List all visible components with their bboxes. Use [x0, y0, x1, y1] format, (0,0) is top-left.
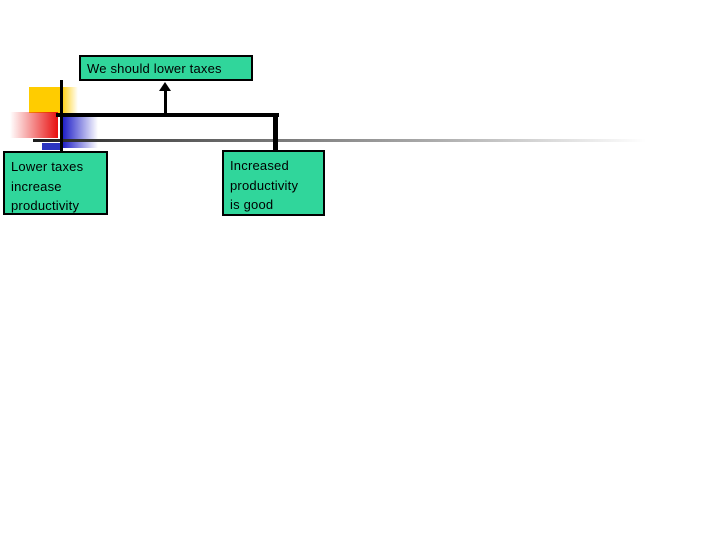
conclusion-box: We should lower taxes	[79, 55, 253, 81]
premise-box-lower-taxes: Lower taxes increase productivity	[3, 151, 108, 215]
conclusion-arrow-line	[164, 90, 167, 117]
bracket-right-stub	[273, 113, 278, 151]
decor-red-gradient-square	[10, 112, 58, 138]
up-arrowhead-icon	[159, 82, 171, 91]
decor-yellow-fade	[61, 87, 78, 113]
decor-navy-square	[42, 143, 61, 150]
conclusion-text: We should lower taxes	[87, 60, 222, 76]
horizontal-rule	[33, 139, 672, 142]
decor-yellow-square	[29, 87, 61, 113]
decor-blue-gradient-square	[63, 115, 98, 148]
premise-box-productivity-good: Increased productivity is good	[222, 150, 325, 216]
bracket-line	[56, 113, 279, 117]
